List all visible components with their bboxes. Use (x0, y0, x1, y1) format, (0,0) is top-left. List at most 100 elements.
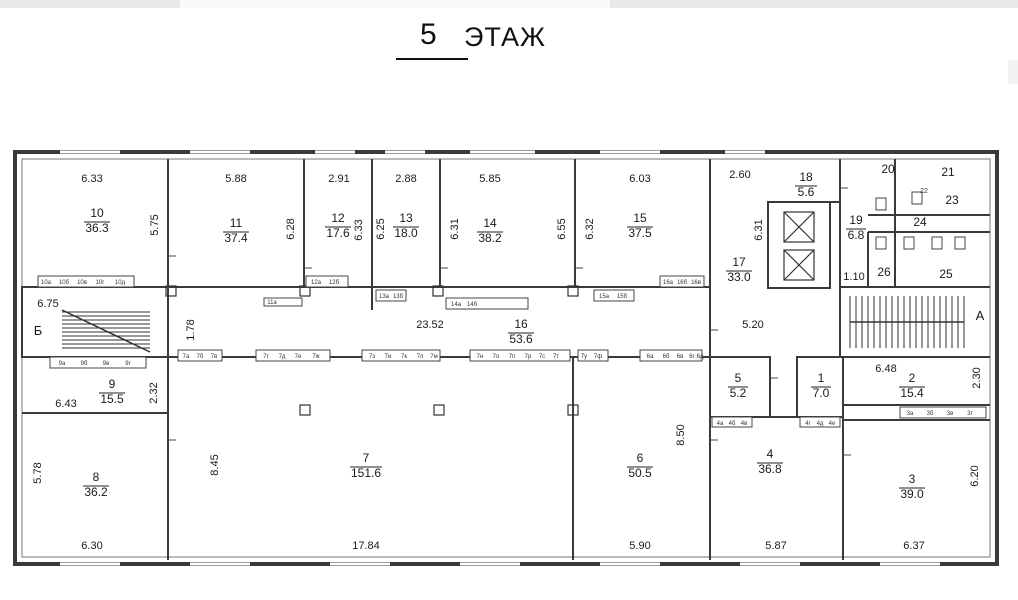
room-18-number: 18 (799, 170, 813, 184)
room-3-number: 3 (909, 472, 916, 486)
sub-label: 7с (539, 354, 545, 360)
sub-label: 7a (183, 354, 190, 360)
room-26-number: 26 (877, 265, 891, 279)
sub-label: 7у (581, 354, 587, 360)
sub-label: 11a (267, 300, 277, 306)
dim-10-height: 5.75 (149, 214, 161, 235)
dim-9-width: 6.43 (55, 398, 76, 410)
sub-label: 7п (509, 354, 516, 360)
room-6-area: 50.5 (628, 466, 652, 480)
sub-label: 3б (927, 411, 934, 417)
stair-b-letter: Б (34, 323, 43, 338)
room-14-number: 14 (483, 216, 497, 230)
sub-label: 3в (947, 411, 954, 417)
room-12-area: 17.6 (326, 226, 350, 240)
sub-label: 6в (677, 354, 684, 360)
dim-17-width: 2.60 (729, 169, 750, 181)
dim-bath: 1.10 (843, 271, 864, 283)
room-23-number: 23 (945, 193, 959, 207)
sub-label: 7и (385, 354, 392, 360)
dim-3-height: 6.20 (969, 465, 981, 486)
browser-top-strip (0, 0, 1018, 8)
sub-label: 12a (311, 280, 322, 286)
room-14-area: 38.2 (478, 231, 502, 245)
sub-label: 7к (401, 354, 407, 360)
room-1-area: 7.0 (813, 386, 830, 400)
room-16-number: 16 (514, 317, 528, 331)
room-24-number: 24 (913, 215, 927, 229)
dim-14-width: 5.85 (479, 173, 500, 185)
sub-label: 16a (663, 280, 674, 286)
room-13-area: 18.0 (394, 226, 418, 240)
sub-label: 6г (689, 354, 695, 360)
dim-2-width: 6.48 (875, 363, 896, 375)
sub-label: 3г (967, 411, 973, 417)
dim-7-height: 8.45 (209, 454, 221, 475)
sub-label: 6a (647, 354, 654, 360)
floor-word: ЭТАЖ (464, 22, 546, 52)
room-10-number: 10 (90, 206, 104, 220)
room-16-area: 53.6 (509, 332, 533, 346)
dim-17-height: 6.31 (753, 219, 765, 240)
room-6-number: 6 (637, 451, 644, 465)
stair-a-steps (849, 296, 965, 348)
dim-11-width: 5.88 (225, 173, 246, 185)
sub-label: 16в (691, 280, 701, 286)
sub-label: 7м (430, 354, 437, 360)
sub-label: 13a (379, 294, 390, 300)
stair-letters: Б А (34, 308, 985, 338)
floor-number-underline (396, 58, 468, 60)
room-19-number: 19 (849, 213, 863, 227)
sub-label: 9б (81, 361, 88, 367)
room-3-area: 39.0 (900, 487, 924, 501)
sub-label: 7н (477, 354, 484, 360)
room-17-number: 17 (732, 255, 746, 269)
room-15-number: 15 (633, 211, 647, 225)
dim-6-width: 5.90 (629, 540, 650, 552)
sub-label: 3a (907, 411, 914, 417)
room-11-area: 37.4 (224, 231, 248, 245)
room-25-number: 25 (939, 267, 953, 281)
dim-14-height: 6.31 (449, 218, 461, 239)
dim-13-height: 6.25 (375, 218, 387, 239)
lift-shafts (783, 211, 815, 281)
sub-label: 13б (393, 294, 404, 300)
sub-label: 9г (125, 361, 131, 367)
dimension-labels: 6.33 5.75 5.88 6.28 2.91 6.33 2.88 6.25 … (32, 169, 983, 552)
dim-11-height: 6.28 (285, 218, 297, 239)
sub-label: 15a (599, 294, 610, 300)
sub-label: 7з (369, 354, 375, 360)
sub-label: 7б (197, 354, 204, 360)
dim-12-width: 2.91 (328, 173, 349, 185)
door-marks (168, 187, 851, 456)
room-7-number: 7 (363, 451, 370, 465)
dim-14-height-2: 6.55 (556, 218, 568, 239)
window-marks (60, 150, 940, 566)
dim-6-height: 8.50 (675, 424, 687, 445)
sub-label: 4б (729, 421, 736, 427)
dim-3-width: 6.37 (903, 540, 924, 552)
sub-label: 7о (493, 354, 500, 360)
sub-label: 6б (663, 354, 670, 360)
dim-stair-b: 6.75 (37, 298, 58, 310)
sub-label: 7р (525, 354, 532, 360)
dim-12-height: 6.33 (353, 219, 365, 240)
room-4-area: 36.8 (758, 462, 782, 476)
room-18-area: 5.6 (798, 185, 815, 199)
room-7-area: 151.6 (351, 466, 381, 480)
sub-label: 14a (451, 302, 462, 308)
sub-label: 9a (59, 361, 66, 367)
stair-b-steps (61, 309, 151, 353)
room-2-number: 2 (909, 371, 916, 385)
sub-label: 4д (817, 421, 824, 427)
sub-label: 14б (467, 302, 478, 308)
room-20-number: 20 (881, 162, 895, 176)
dim-15-height: 6.32 (584, 218, 596, 239)
scroll-tab[interactable] (1008, 60, 1018, 84)
sub-label: 4е (829, 421, 836, 427)
room-9-area: 15.5 (100, 392, 124, 406)
cupboard-strips (37, 275, 987, 428)
room-labels: 10 36.3 11 37.4 12 17.6 13 18.0 14 38.2 … (83, 162, 959, 501)
sub-label: 10д (115, 280, 126, 286)
